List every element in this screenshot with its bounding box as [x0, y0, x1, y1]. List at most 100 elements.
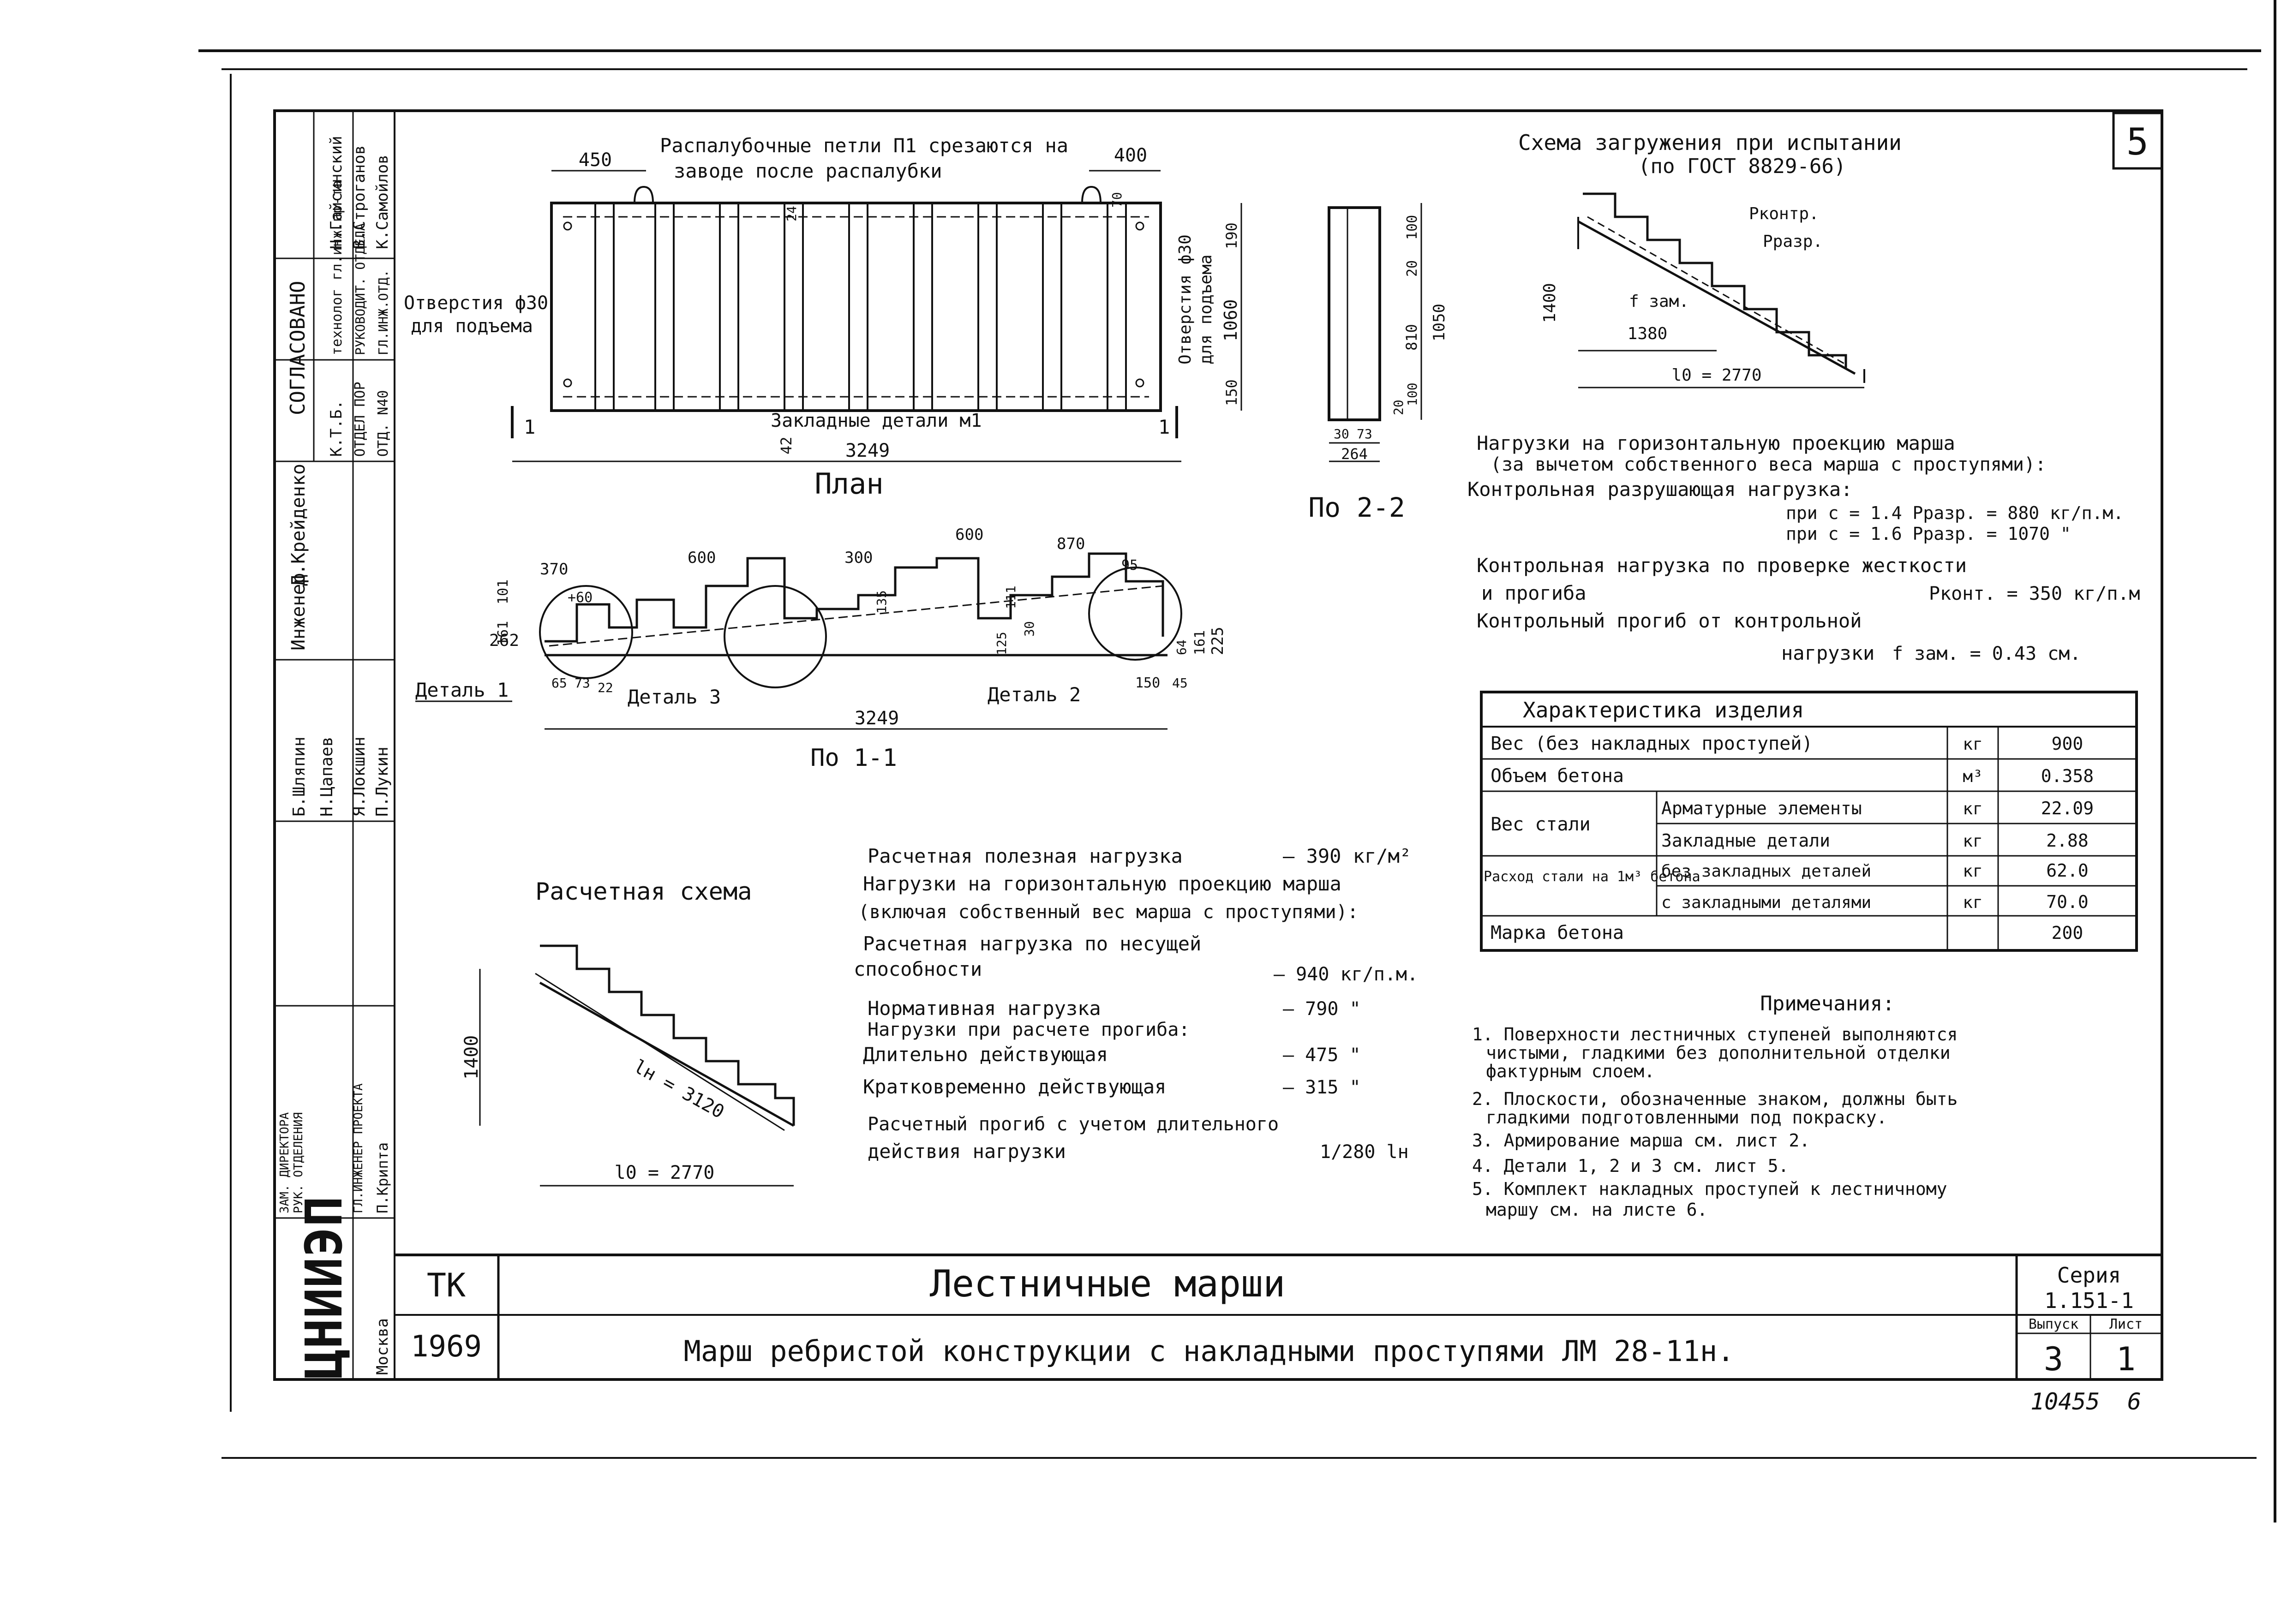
sec11-dim-right-1: 225	[1209, 627, 1227, 655]
sec11-dim-small-4: 150	[1135, 675, 1160, 691]
sec22-dim-8: 73	[1357, 426, 1372, 442]
calc-line-9: Кратковременно действующая	[863, 1075, 1166, 1098]
load-p-contr: Pконтр.	[1749, 204, 1819, 223]
sign-role-3: ГЛ.ИНЖЕНЕР ПРОЕКТА	[352, 1083, 365, 1213]
calc-line-8: Длительно действующая	[863, 1043, 1108, 1066]
calc-scheme-title: Расчетная схема	[535, 878, 752, 906]
calc-line-3: (включая собственный вес марша с проступ…	[858, 902, 1359, 923]
calc-line-6: Нормативная нагрузка	[868, 997, 1101, 1020]
spec-r1-name: Вес (без накладных проступей)	[1491, 733, 1813, 754]
spec-r2-name: Объем бетона	[1491, 765, 1624, 787]
sec22-dim-1: 100	[1404, 215, 1420, 240]
spec-r3-sub: Арматурные элементы	[1661, 798, 1862, 818]
plan-dim-3249: 3249	[845, 440, 890, 461]
staff-name-1: Д.Крейденко	[288, 464, 309, 586]
sec22-dim-9: 264	[1341, 445, 1368, 463]
title-year: 1969	[411, 1330, 482, 1364]
spec-r3-value: 22.09	[2041, 798, 2094, 818]
plan-note-loops: Распалубочные петли П1 срезаются на	[660, 134, 1068, 157]
spec-r7-name: Марка бетона	[1491, 922, 1624, 943]
spec-r4-value: 2.88	[2046, 830, 2089, 851]
spec-r1-value: 900	[2052, 734, 2083, 754]
loads-line-2: при c = 1.4 Pразр. = 880 кг/п.м.	[1786, 503, 2124, 523]
detail-2-circle	[1088, 567, 1182, 661]
calc-line-11: действия нагрузки	[868, 1140, 1066, 1163]
staff-name-2: Б.Шляпин	[290, 737, 309, 817]
section-2-2: 100 20 810 1050 100 20 30 73 264 По 2-2	[1308, 203, 1449, 523]
sec11-caption: По 1-1	[810, 744, 897, 772]
spec-r4-sub: Закладные детали	[1661, 830, 1830, 851]
sec11-detail-3: Деталь 3	[628, 686, 721, 708]
sec22-dim-6: 20	[1391, 400, 1406, 415]
section-1-1: 3249 370 +60 600 300 600 870 95 262 161 …	[415, 525, 1227, 772]
corner-series: 10455	[2030, 1388, 2100, 1415]
spec-r3-name: Вес стали	[1491, 814, 1591, 835]
approval-role-2: РУКОВОДИТ. ОТДЕЛА	[353, 223, 368, 355]
approval-org-2: ОТДЕЛ ПОР	[352, 382, 368, 457]
sec11-dim-small-8: 125	[994, 632, 1009, 655]
spec-r5-value: 62.0	[2046, 860, 2089, 881]
plan-caption: План	[814, 467, 883, 501]
title-block: ТК 1969 Лестничные марши Марш ребристой …	[395, 1254, 2162, 1379]
sec11-dim-small-5: 45	[1172, 675, 1188, 691]
note-line-8: 5. Комплект накладных проступей к лестни…	[1472, 1179, 1947, 1199]
spec-title: Характеристика изделия	[1523, 698, 1804, 722]
loads-line-6: Контрольный прогиб от контрольной	[1477, 609, 1862, 632]
note-line-2: чистыми, гладкими без дополнительной отд…	[1486, 1043, 1951, 1063]
note-line-5: гладкими подготовленными под покраску.	[1486, 1107, 1887, 1128]
plan-holes-right: Отверстия ф30	[1176, 234, 1195, 364]
sec22-dim-5: 100	[1405, 382, 1420, 406]
spec-r6-value: 70.0	[2046, 892, 2089, 912]
loads-heading-2: (за вычетом собственного веса марша с пр…	[1491, 454, 2046, 475]
plan-dim-1060: 1060	[1221, 299, 1241, 341]
spec-r5-unit: кг	[1963, 862, 1982, 881]
load-l0: l0 = 2770	[1671, 366, 1761, 385]
title-org-code: ТК	[427, 1266, 466, 1304]
sec11-dim-small-2: 73	[575, 675, 590, 691]
load-dim-1400: 1400	[1540, 283, 1559, 323]
loads-line-4: Контрольная нагрузка по проверке жесткос…	[1477, 554, 1967, 577]
loads-heading: Нагрузки на горизонтальную проекцию марш…	[1477, 432, 1955, 454]
sec22-caption: По 2-2	[1308, 492, 1405, 523]
sec11-dim-left-3: 101	[495, 579, 511, 604]
load-dim-1380: 1380	[1628, 324, 1668, 343]
calc-line-4: Расчетная нагрузка по несущей	[863, 932, 1201, 955]
calc-line-1v: — 390 кг/м²	[1283, 845, 1411, 867]
approval-org-3: ОТД. N40	[375, 390, 391, 457]
sec11-dim-top-2: +60	[568, 590, 593, 606]
sec11-dim-small-7: 30	[1022, 621, 1037, 637]
spec-r4-unit: кг	[1963, 832, 1982, 851]
spec-r7-value: 200	[2052, 923, 2083, 943]
sec22-dim-3: 810	[1403, 324, 1420, 351]
spec-r2-unit: м³	[1963, 767, 1982, 786]
approval-role-1: технолог гл.инж.пр-та	[329, 180, 345, 355]
plan-holes-left: Отверстия ф30	[404, 293, 548, 314]
loads-line-1: Контрольная разрушающая нагрузка:	[1467, 478, 1852, 501]
load-scheme-subtitle: (по ГОСТ 8829-66)	[1638, 155, 1846, 178]
staff-name-5: П.Лукин	[373, 746, 392, 817]
plan-dim-450: 450	[579, 149, 612, 171]
calc-line-2: Нагрузки на горизонтальную проекцию марш…	[863, 872, 1341, 895]
sheet-label: Лист	[2109, 1316, 2143, 1332]
sec11-dim-top-7: 95	[1121, 557, 1138, 573]
title-main: Лестничные марши	[930, 1262, 1286, 1305]
calc-text: Расчетная полезная нагрузка — 390 кг/м² …	[854, 845, 1418, 1163]
plan-view: 450 400 Распалубочные петли П1 срезаются…	[404, 134, 1242, 501]
sign-role-1: ЗАМ. ДИРЕКТОРА	[278, 1112, 292, 1213]
calc-line-8v: — 475 "	[1283, 1045, 1361, 1066]
plan-dim-42: 42	[778, 436, 795, 454]
issue-value: 3	[2044, 1340, 2063, 1378]
plan-dim-400: 400	[1114, 145, 1147, 166]
sheet-value: 1	[2116, 1340, 2136, 1378]
spec-r6-sub: с закладными деталями	[1661, 893, 1871, 912]
approval-name-1: Н.Гайсинский	[327, 136, 346, 249]
plan-dim-70: 70	[1109, 192, 1125, 208]
note-line-3: фактурным слоем.	[1486, 1061, 1655, 1081]
spec-r5-name: Расход стали на 1м³ бетона	[1484, 869, 1700, 885]
calc-l0: l0 = 2770	[615, 1162, 715, 1183]
series-label: Серия	[2057, 1263, 2121, 1288]
note-line-1: 1. Поверхности лестничных ступеней выпол…	[1472, 1024, 1958, 1045]
plan-dim-24: 24	[784, 206, 799, 221]
institute-logo: ЦНИИЭП	[294, 1196, 353, 1379]
